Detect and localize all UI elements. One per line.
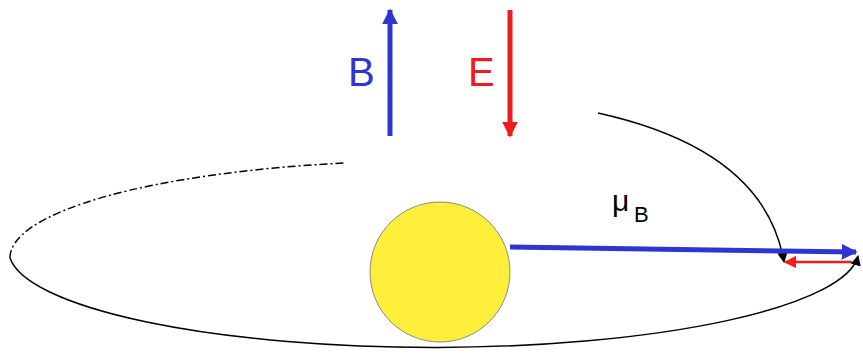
rotation-arrow	[598, 113, 784, 262]
e-field-arrow	[508, 10, 513, 136]
force-arrow	[785, 261, 852, 264]
moment-subscript: B	[634, 204, 649, 226]
moment-symbol: μ	[612, 186, 629, 216]
field-label: E	[468, 52, 495, 92]
moment-arrow	[510, 247, 856, 252]
field-label: B	[348, 52, 375, 92]
particle	[370, 202, 510, 342]
orbit-hidden	[10, 163, 345, 258]
b-field-arrow	[388, 10, 393, 136]
